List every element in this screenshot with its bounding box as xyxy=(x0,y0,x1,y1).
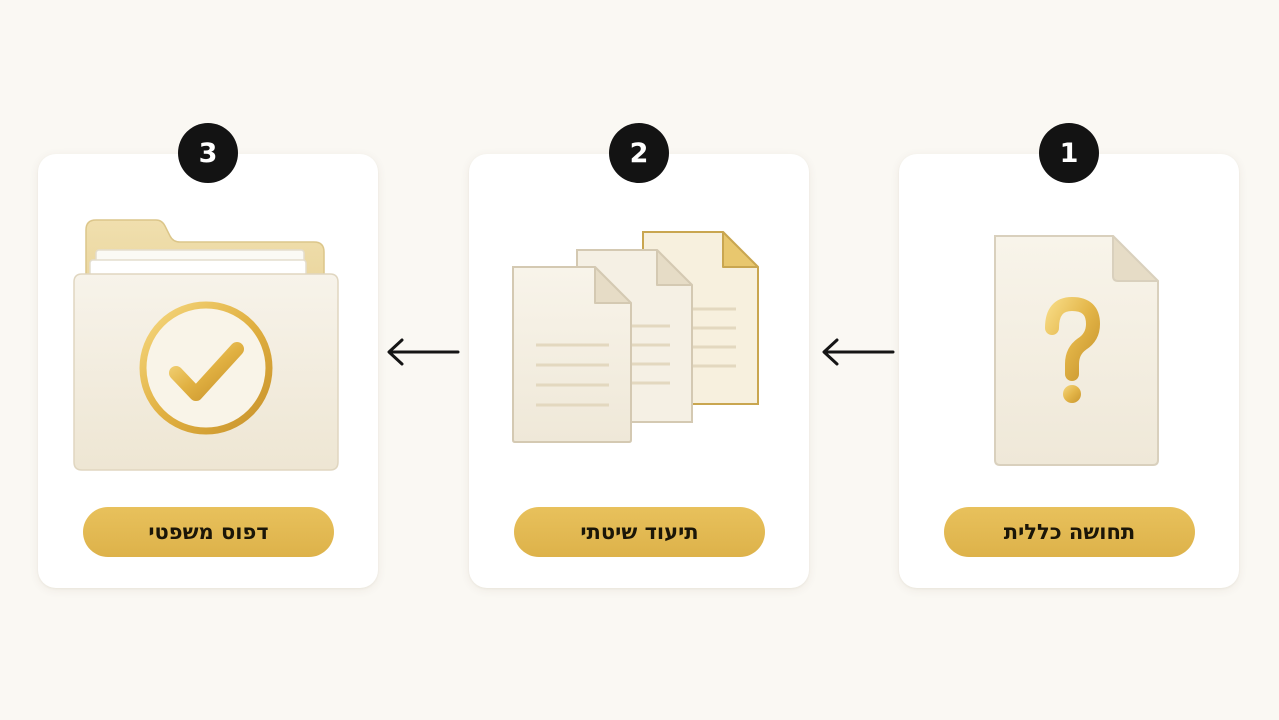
stacked-documents-icon xyxy=(512,231,759,443)
step-card-2: תיעוד שיטתי xyxy=(469,154,809,588)
folder-check-icon xyxy=(73,219,339,471)
step-number-badge-1: 1 xyxy=(1039,123,1099,183)
step-card-3: דפוס משפטי xyxy=(38,154,378,588)
document-front-icon xyxy=(512,266,632,443)
step-number-badge-2: 2 xyxy=(609,123,669,183)
left-arrow-icon xyxy=(387,338,460,366)
step-number-badge-3: 3 xyxy=(178,123,238,183)
left-arrow-icon xyxy=(822,338,895,366)
question-document-icon xyxy=(994,235,1159,466)
step-label-1: תחושה כללית xyxy=(944,507,1195,557)
step-label-3: דפוס משפטי xyxy=(83,507,334,557)
step-card-1: תחושה כללית xyxy=(899,154,1239,588)
step-label-2: תיעוד שיטתי xyxy=(514,507,765,557)
